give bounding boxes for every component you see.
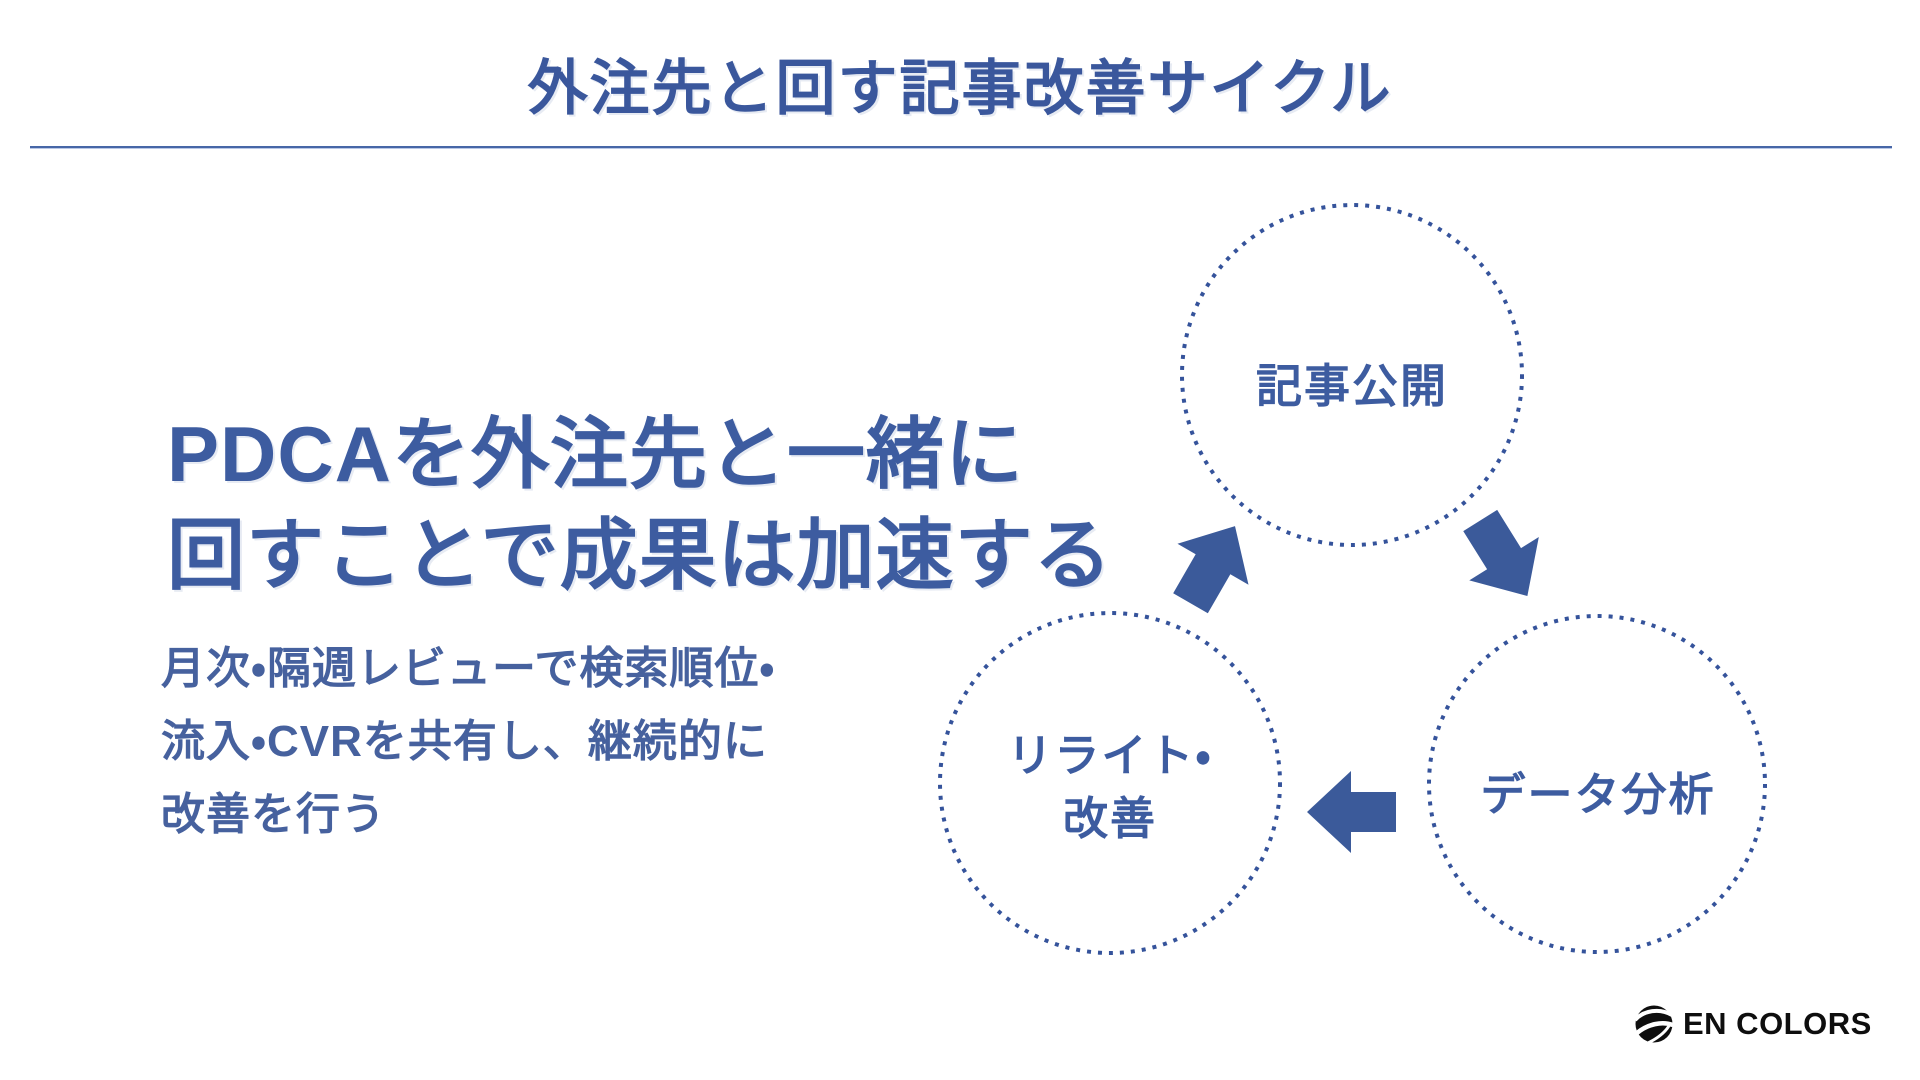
- title-divider: [30, 146, 1892, 149]
- lead-body-line2: 流入・CVRを共有し、継続的に: [161, 717, 768, 767]
- cycle-node-analyze-label: データ分析: [1480, 769, 1716, 820]
- brand-name: EN COLORS: [1683, 1006, 1872, 1041]
- cycle-node-rewrite-label-line2: 改善: [1062, 793, 1157, 844]
- cycle-circle-analyze: [1427, 614, 1767, 954]
- arrow-rewrite-to-publish-icon: [1173, 526, 1249, 614]
- lead-body-line3: 改善を行う: [161, 790, 386, 840]
- lead-heading: PDCAを外注先と一緒に 回すことで成果は加速する: [167, 404, 1113, 605]
- cycle-node-rewrite-label-line1: リライト・: [1007, 730, 1213, 781]
- lead-heading-line2: 回すことで成果は加速する: [167, 510, 1113, 599]
- cycle-node-rewrite: リライト・ 改善: [1007, 724, 1212, 850]
- brand-logo: EN COLORS: [1634, 1004, 1872, 1044]
- arrow-analyze-to-rewrite-icon: [1307, 771, 1396, 853]
- lead-heading-line1: PDCAを外注先と一緒に: [167, 410, 1025, 498]
- cycle-circle-publish: [1180, 203, 1524, 547]
- cycle-node-publish: 記事公開: [1256, 350, 1448, 416]
- lead-body: 月次・隔週レビューで検索順位・ 流入・CVRを共有し、継続的に 改善を行う: [161, 632, 775, 851]
- page-title: 外注先と回す記事改善サイクル: [527, 55, 1393, 122]
- cycle-node-analyze: データ分析: [1480, 758, 1715, 823]
- lead-body-line1: 月次・隔週レビューで検索順位・: [161, 644, 776, 693]
- cycle-circle-rewrite: [938, 611, 1282, 955]
- encolors-globe-icon: [1634, 1005, 1674, 1044]
- cycle-node-publish-label: 記事公開: [1256, 360, 1448, 412]
- arrow-publish-to-analyze-icon: [1463, 509, 1539, 597]
